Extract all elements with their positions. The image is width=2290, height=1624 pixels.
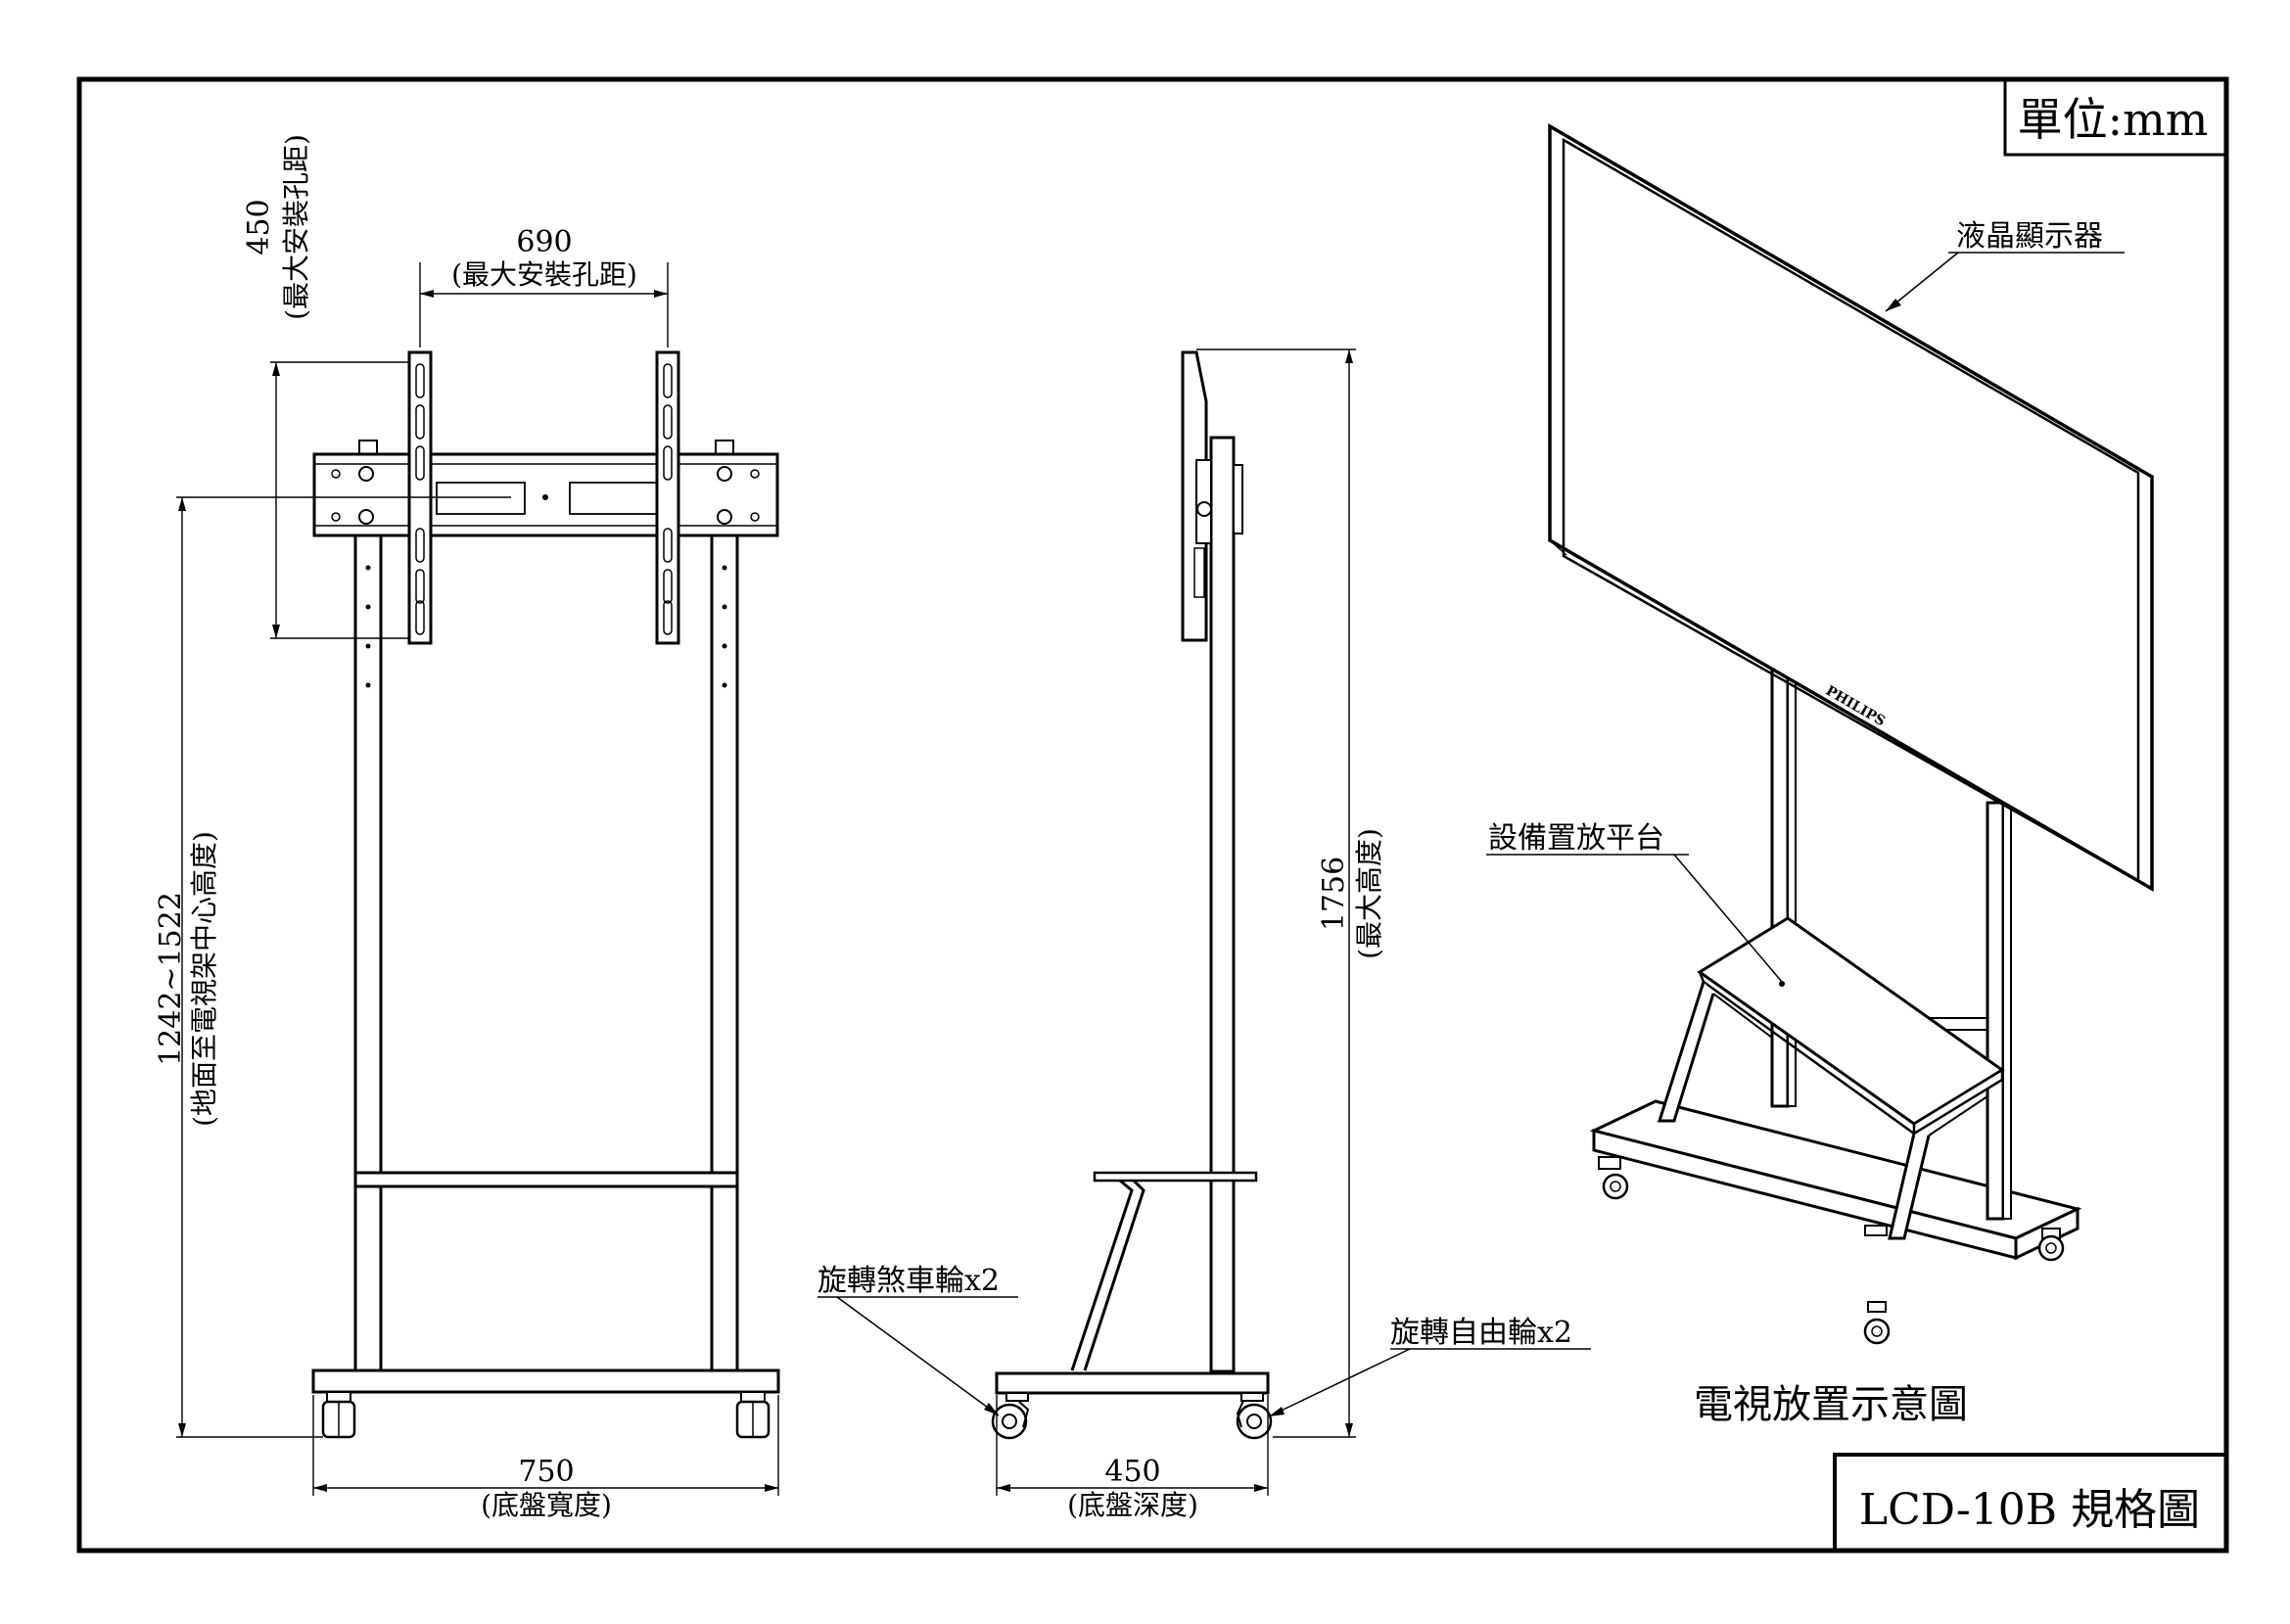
side-shelf <box>1070 1171 1258 1371</box>
front-left-post <box>353 534 383 1372</box>
dim-base-width: 750 (底盤寬度) <box>312 1395 779 1521</box>
drawing-title: LCD-10B 規格圖 <box>1859 1485 2200 1535</box>
dim-base-width-value: 750 <box>518 1455 574 1489</box>
dim-center-height-value: 1242~1522 <box>154 892 188 1066</box>
callout-brake-caster: 旋轉煞車輪x2 <box>818 1264 1018 1416</box>
front-caster-left <box>321 1391 356 1439</box>
dim-hole-width: 690 (最大安裝孔距) <box>419 225 669 348</box>
side-caster-rear <box>1236 1392 1273 1440</box>
side-base <box>995 1371 1270 1395</box>
front-post-holes <box>365 565 727 688</box>
dim-center-height: 1242~1522 (地面至電視架中心高度) <box>154 496 511 1438</box>
free-caster-label: 旋轉自由輪x2 <box>1390 1316 1572 1350</box>
iso-base-platform <box>1589 1099 2082 1261</box>
dim-base-depth-note: (底盤深度) <box>1067 1489 1198 1521</box>
front-caster-right <box>735 1391 771 1439</box>
side-caster-front <box>991 1392 1030 1440</box>
callout-free-caster: 旋轉自由輪x2 <box>1268 1316 1591 1417</box>
callout-lcd-display: 液晶顯示器 <box>1885 219 2125 312</box>
front-base <box>311 1369 780 1394</box>
front-right-post <box>710 534 739 1372</box>
lcd-display-label: 液晶顯示器 <box>1956 219 2103 254</box>
iso-casters <box>1598 1156 2065 1345</box>
brake-caster-label: 旋轉煞車輪x2 <box>818 1264 1000 1298</box>
dim-max-height: 1756 (最大高度) <box>1196 348 1385 1438</box>
unit-box: 單位:mm <box>2003 81 2224 157</box>
dim-base-depth: 450 (底盤深度) <box>996 1395 1269 1521</box>
dim-base-width-note: (底盤寬度) <box>481 1489 612 1521</box>
front-crossbar <box>353 1171 739 1188</box>
front-view: 690 (最大安裝孔距) 450 (最大安裝孔距) 1242~1522 (地面至… <box>154 134 780 1521</box>
iso-shelf <box>1657 916 2005 1240</box>
dim-hole-width-value: 690 <box>516 225 572 259</box>
dim-base-depth-value: 450 <box>1104 1455 1160 1489</box>
dim-max-height-value: 1756 <box>1317 857 1351 931</box>
dim-hole-height-note: (最大安裝孔距) <box>280 134 312 320</box>
callout-shelf: 設備置放平台 <box>1486 821 1785 987</box>
shelf-label: 設備置放平台 <box>1488 821 1664 856</box>
side-column <box>1209 436 1236 1373</box>
front-mount-plate <box>312 440 779 537</box>
dim-hole-height-value: 450 <box>242 199 276 255</box>
front-vesa-arm-right <box>655 350 680 645</box>
iso-lcd-monitor: PHILIPS <box>1548 122 2154 893</box>
dim-hole-width-note: (最大安裝孔距) <box>451 258 637 291</box>
drawing-frame: 單位:mm LCD-10B 規格圖 <box>76 76 2229 1554</box>
side-bracket <box>1193 459 1243 598</box>
title-block: LCD-10B 規格圖 <box>1833 1453 2224 1549</box>
iso-view: PHILIPS 液晶顯示器 設備置放平台 電視放置示意圖 <box>1486 122 2154 1427</box>
iso-caption: 電視放置示意圖 <box>1694 1382 1968 1427</box>
dim-hole-height: 450 (最大安裝孔距) <box>242 134 409 639</box>
unit-label: 單位:mm <box>2018 93 2209 146</box>
dim-center-height-note: (地面至電視架中心高度) <box>188 831 220 1127</box>
dim-max-height-note: (最大高度) <box>1353 828 1385 959</box>
side-view: 1756 (最大高度) 450 (底盤深度) 旋轉煞車輪x2 旋轉自由輪x2 <box>818 348 1591 1521</box>
